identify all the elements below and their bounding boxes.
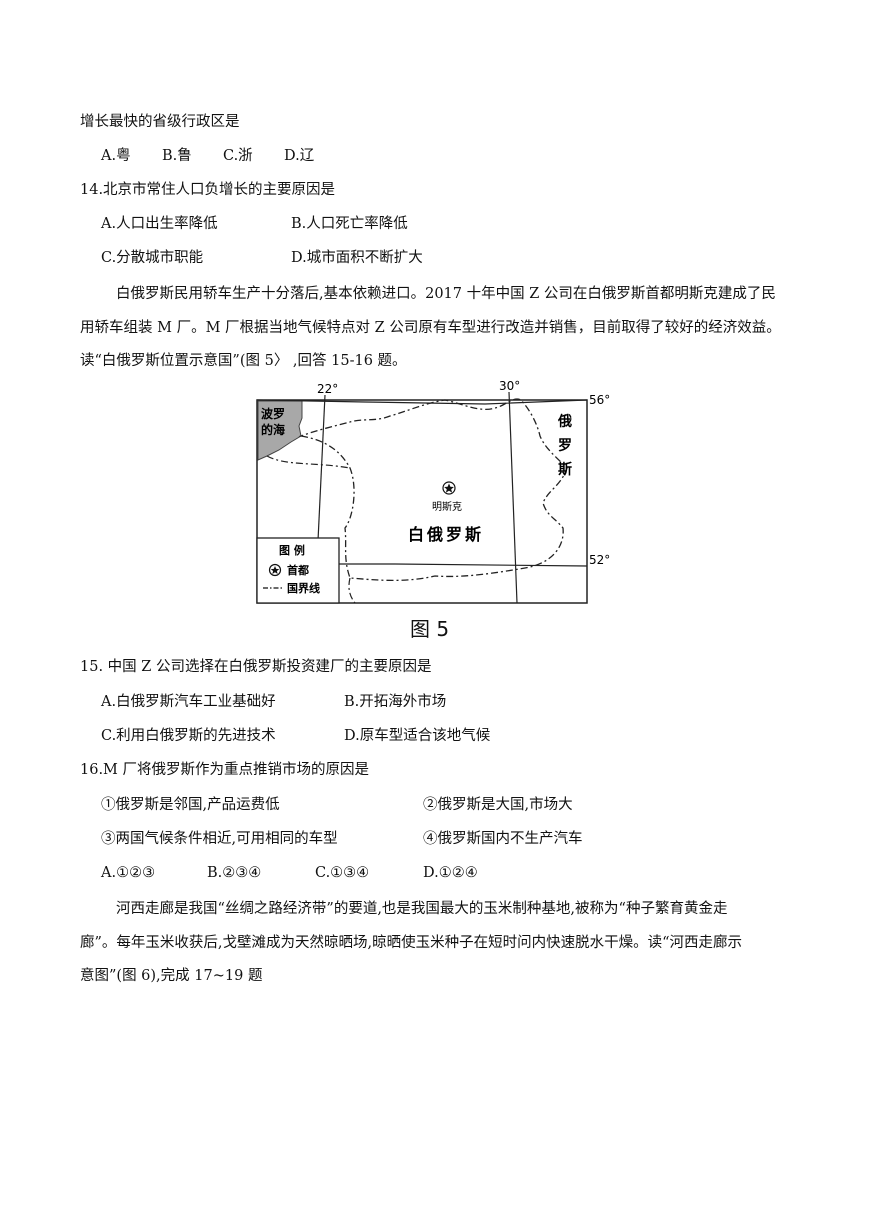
- passage-1-line-3: 读“白俄罗斯位置示意国”(图 5〉 ,回答 15-16 题。: [80, 353, 407, 369]
- q13-option-d: D.辽: [284, 148, 315, 164]
- baltic-sea-label-1: 波罗: [261, 406, 285, 421]
- q14-option-a: A.人口出生率降低: [101, 216, 218, 232]
- q14-option-b: B.人口死亡率降低: [291, 216, 408, 232]
- legend-capital-label: 首都: [287, 563, 309, 577]
- map-legend: 图 例 首都 国界线: [256, 537, 340, 604]
- passage-2-line-1: 河西走廊是我国“丝绸之路经济带”的要道,也是我国最大的玉米制种基地,被称为“种子…: [116, 901, 728, 917]
- belarus-label: 白俄罗斯: [408, 525, 484, 544]
- q16-option-d: D.①②④: [423, 865, 478, 881]
- baltic-sea-shape: [257, 400, 303, 461]
- passage-2-line-2: 廊”。每年玉米收获后,戈壁滩成为天然晾晒场,晾晒使玉米种子在短时问内快速脱水干燥…: [80, 935, 743, 951]
- russia-label-2: 罗: [558, 438, 572, 454]
- q15-option-b: B.开拓海外市场: [344, 694, 447, 710]
- latitude-label-52: 52°: [589, 553, 610, 567]
- capital-star-icon: [442, 481, 456, 495]
- longitude-label-30: 30°: [499, 379, 520, 393]
- legend-capital-icon: [268, 563, 282, 577]
- q16-statement-4: ④俄罗斯国内不生产汽车: [423, 831, 583, 847]
- belarus-border: [298, 398, 568, 582]
- figure-5-caption: 图 5: [410, 617, 450, 641]
- q13-option-c: C.浙: [223, 148, 253, 164]
- latitude-label-56: 56°: [589, 393, 610, 407]
- passage-1-line-1: 白俄罗斯民用轿车生产十分落后,基本依赖进口。2017 十年中国 Z 公司在白俄罗…: [116, 286, 776, 302]
- russia-label-3: 斯: [558, 461, 572, 478]
- q13-option-b: B.鲁: [162, 148, 192, 164]
- q16-statement-2: ②俄罗斯是大国,市场大: [423, 797, 573, 813]
- question-15-stem: 15. 中国 Z 公司选择在白俄罗斯投资建厂的主要原因是: [80, 659, 432, 675]
- question-16-stem: 16.M 厂将俄罗斯作为重点推销市场的原因是: [80, 762, 370, 778]
- q16-option-c: C.①③④: [315, 865, 370, 881]
- belarus-location-map: 22° 30° 56° 52° 波罗 的海 俄 罗 斯 明斯克 白俄罗斯 图 例…: [255, 378, 610, 638]
- q14-option-d: D.城市面积不断扩大: [291, 250, 423, 266]
- legend-border-label: 国界线: [287, 581, 320, 595]
- minsk-label: 明斯克: [432, 500, 462, 513]
- russia-label-1: 俄: [557, 413, 572, 430]
- q15-option-a: A.白俄罗斯汽车工业基础好: [101, 694, 276, 710]
- passage-2-line-3: 意图”(图 6),完成 17~19 题: [80, 968, 263, 984]
- q15-option-c: C.利用白俄罗斯的先进技术: [101, 728, 276, 744]
- q16-statement-3: ③两国气候条件相近,可用相同的车型: [101, 831, 338, 847]
- q16-option-a: A.①②③: [101, 865, 156, 881]
- baltic-sea-label-2: 的海: [261, 422, 285, 437]
- q14-option-c: C.分散城市职能: [101, 250, 204, 266]
- q15-option-d: D.原车型适合该地气候: [344, 728, 491, 744]
- q16-statement-1: ①俄罗斯是邻国,产品运费低: [101, 797, 280, 813]
- q13-option-a: A.粤: [101, 148, 131, 164]
- question-13-stem-tail: 增长最快的省级行政区是: [80, 114, 240, 130]
- legend-title: 图 例: [279, 543, 305, 557]
- question-14-stem: 14.北京市常住人口负增长的主要原因是: [80, 182, 336, 198]
- q16-option-b: B.②③④: [207, 865, 262, 881]
- passage-1-line-2: 用轿车组装 M 厂。M 厂根据当地气候特点对 Z 公司原有车型进行改造并销售，目…: [80, 320, 781, 336]
- longitude-label-22: 22°: [317, 382, 338, 396]
